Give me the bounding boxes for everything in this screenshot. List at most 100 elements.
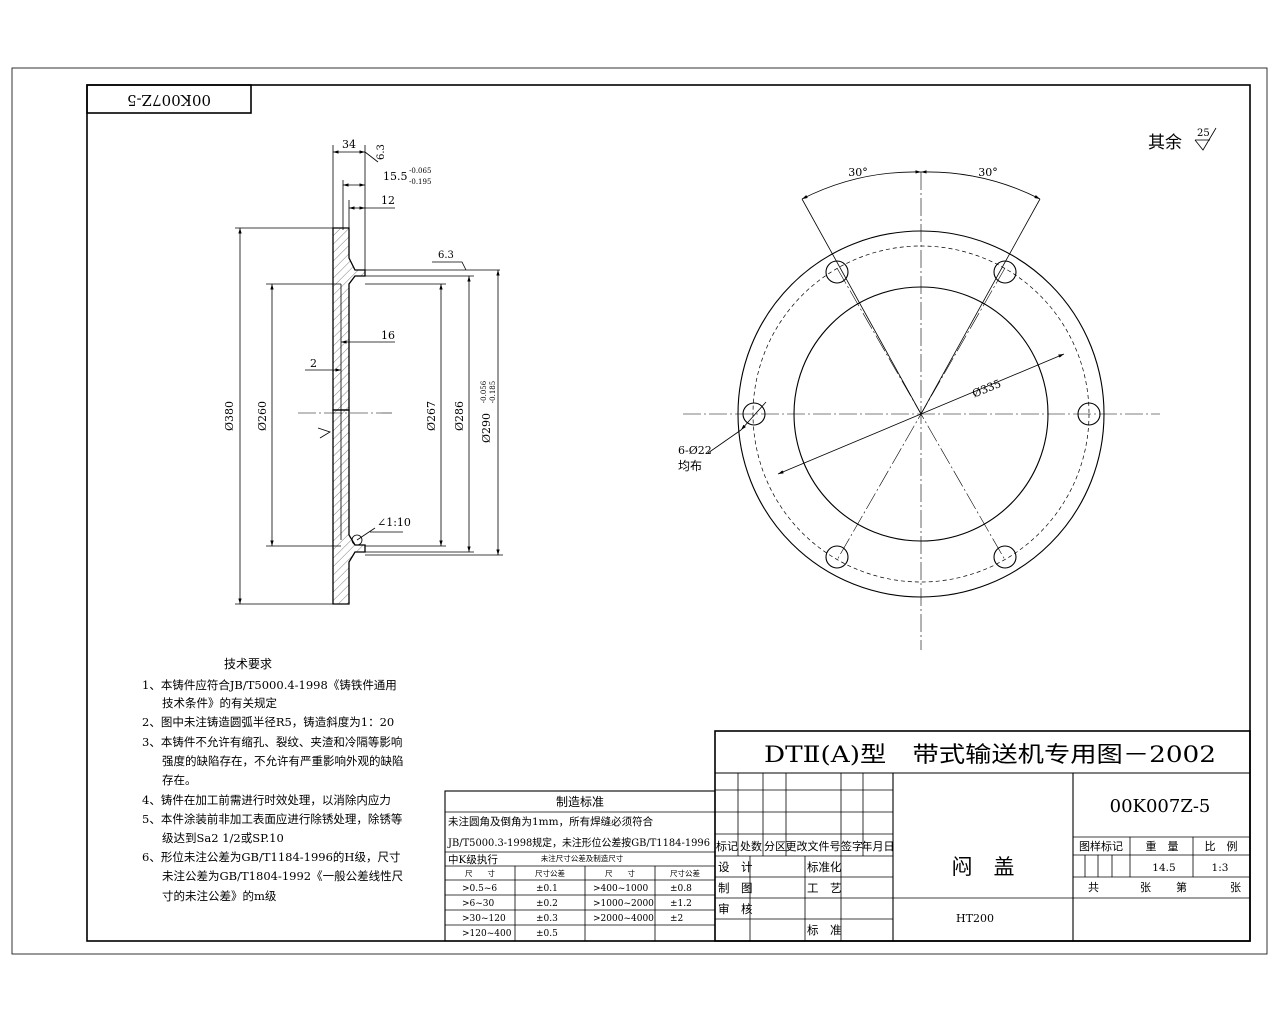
tol-header: 尺 寸 [605, 868, 635, 878]
dim-dia290-tol-lower: -0.185 [489, 381, 497, 403]
tech-line: 6、形位未注公差为GB/T1184-1996的H级，尺寸 [142, 850, 400, 864]
tol-cell: ±0.1 [536, 884, 558, 894]
tech-line: 未注公差为GB/T1804-1992《一般公差线性尺 [162, 869, 404, 883]
surface-finish-label: 其余 [1148, 133, 1182, 153]
role-check: 审 核 [718, 902, 753, 916]
dim-dia290-tol-upper: -0.056 [480, 380, 488, 403]
dim-15-5-tol-lower: -0.195 [409, 178, 431, 186]
title-block: DTⅡ(A)型 带式输送机专用图－2002 标记 处数 分区 更改文件号 签字 … [714, 730, 1251, 942]
tech-line: 级达到Sa2 1/2或SP.10 [162, 831, 284, 845]
tech-requirements-title: 技术要求 [224, 657, 272, 671]
tol-cell: >1000~2000 [593, 899, 654, 909]
mfg-note-line: 中K级执行 [448, 853, 498, 866]
role-std: 标准化 [807, 860, 842, 874]
dim-15-5: 15.5 [383, 170, 408, 183]
mfg-note-line: 未注圆角及倒角为1mm，所有焊缝必须符合 [448, 815, 654, 828]
sheet-unit-2: 张 [1230, 881, 1241, 894]
bolt-hole [993, 260, 1017, 284]
dim-dia290: Ø290 [480, 413, 493, 443]
tech-line: 技术条件》的有关规定 [162, 696, 277, 710]
outer-sheet-border [11, 67, 1268, 955]
bolt-hole [825, 260, 849, 284]
surface-finish-icon [1194, 127, 1217, 151]
dim-dia286: Ø286 [453, 401, 466, 431]
tech-line: 5、本件涂装前非加工表面应进行除锈处理，除锈等 [142, 812, 402, 826]
scale-label: 比 例 [1205, 839, 1238, 853]
dim-12: 12 [381, 194, 395, 207]
tol-header: 尺寸公差 [670, 868, 700, 878]
tol-header: 尺寸公差 [535, 868, 565, 878]
role-approve: 标 准 [807, 923, 842, 937]
tech-line: 4、铸件在加工前需进行时效处理，以消除内应力 [142, 793, 391, 807]
rev-header: 处数 [740, 840, 762, 853]
bolt-hole [993, 545, 1017, 569]
mark-label: 图样标记 [1079, 839, 1123, 853]
rev-header: 签字 [841, 839, 863, 853]
part-name: 闷 盖 [952, 855, 1015, 879]
dim-6-3-mid: 6.3 [438, 250, 454, 261]
sheet-unit-1: 张 [1140, 881, 1151, 894]
material: HT200 [956, 912, 994, 925]
bolt-hole [1077, 402, 1101, 426]
mfg-note-line: JB/T5000.3-1998规定，未注形位公差按GB/T1184-1996 [447, 836, 710, 849]
dim-dia267: Ø267 [425, 401, 438, 431]
dim-34: 34 [342, 138, 356, 151]
tol-cell: >2000~4000 [593, 914, 654, 924]
surface-finish-note: 其余 25 [1148, 127, 1217, 153]
dim-dia260: Ø260 [256, 401, 269, 431]
dim-16: 16 [381, 329, 395, 342]
sheet-no-label: 第 [1176, 880, 1187, 894]
dim-holes: 6-Ø22 [678, 444, 712, 457]
bolt-hole [825, 545, 849, 569]
drawing-number-stamp-text: 00K007Z-5 [127, 91, 211, 109]
tech-line: 存在。 [162, 773, 197, 787]
tol-cell: ±0.3 [536, 914, 558, 924]
rev-header: 分区 [764, 840, 786, 853]
scale-value: 1:3 [1212, 862, 1229, 874]
tech-line: 1、本铸件应符合JB/T5000.4-1998《铸铁件通用 [142, 678, 397, 692]
section-profile-top [332, 227, 366, 411]
rev-header: 年月日 [862, 839, 895, 853]
tol-cell: >400~1000 [593, 884, 648, 894]
tol-header: 尺 寸 [465, 868, 495, 878]
dim-6-3-top: 6.3 [376, 144, 387, 160]
dim-holes-note: 均布 [678, 459, 702, 473]
mfg-standard-table: 制造标准 未注圆角及倒角为1mm，所有焊缝必须符合 JB/T5000.3-199… [444, 790, 716, 942]
tol-cell: >30~120 [462, 914, 506, 924]
tol-cell: ±0.8 [670, 884, 692, 894]
dim-2: 2 [310, 357, 317, 370]
tol-cell: ±0.2 [536, 899, 558, 909]
tol-cell: >0.5~6 [462, 884, 497, 894]
tech-line: 3、本铸件不允许有缩孔、裂纹、夹渣和冷隔等影响 [142, 735, 402, 749]
tol-cell: >6~30 [462, 899, 495, 909]
dim-dia380: Ø380 [223, 401, 236, 431]
mfg-standard-title: 制造标准 [556, 795, 604, 809]
tech-line: 寸的未注公差》的m级 [162, 889, 277, 903]
rev-header: 标记 [716, 839, 738, 853]
dim-angle-right: 30° [978, 166, 998, 179]
sheet-total-label: 共 [1088, 881, 1099, 894]
section-view: 34 6.3 15.5 -0.065 -0.195 12 6.3 16 2 ∠1… [223, 138, 503, 605]
drawing-number: 00K007Z-5 [1110, 796, 1211, 817]
tech-line: 2、图中未注铸造圆弧半径R5，铸造斜度为1：20 [142, 715, 394, 729]
front-view: 30° 30° Ø335 6-Ø22 均布 [678, 166, 1160, 650]
tol-table-title: 未注尺寸公差及制造尺寸 [541, 853, 624, 863]
tech-line: 强度的缺陷存在，不允许有严重影响外观的缺陷 [162, 754, 404, 768]
tol-cell: ±0.5 [536, 929, 558, 939]
dim-dia335: Ø335 [970, 377, 1003, 400]
rev-header: 更改文件号 [786, 839, 841, 853]
tech-requirements: 技术要求 1、本铸件应符合JB/T5000.4-1998《铸铁件通用 技术条件》… [142, 657, 404, 903]
weight-value: 14.5 [1152, 862, 1175, 874]
tol-cell: ±1.2 [670, 899, 692, 909]
role-draw: 制 图 [718, 881, 753, 895]
bolt-hole [742, 402, 766, 426]
tol-cell: >120~400 [462, 929, 512, 939]
role-design: 设 计 [718, 860, 753, 874]
tol-cell: ±2 [670, 914, 683, 924]
drawing-number-stamp [86, 84, 252, 114]
dim-angle-left: 30° [848, 166, 868, 179]
dim-taper: ∠1:10 [377, 516, 411, 529]
surface-finish-value: 25 [1197, 128, 1210, 139]
dim-15-5-tol-upper: -0.065 [409, 167, 431, 175]
